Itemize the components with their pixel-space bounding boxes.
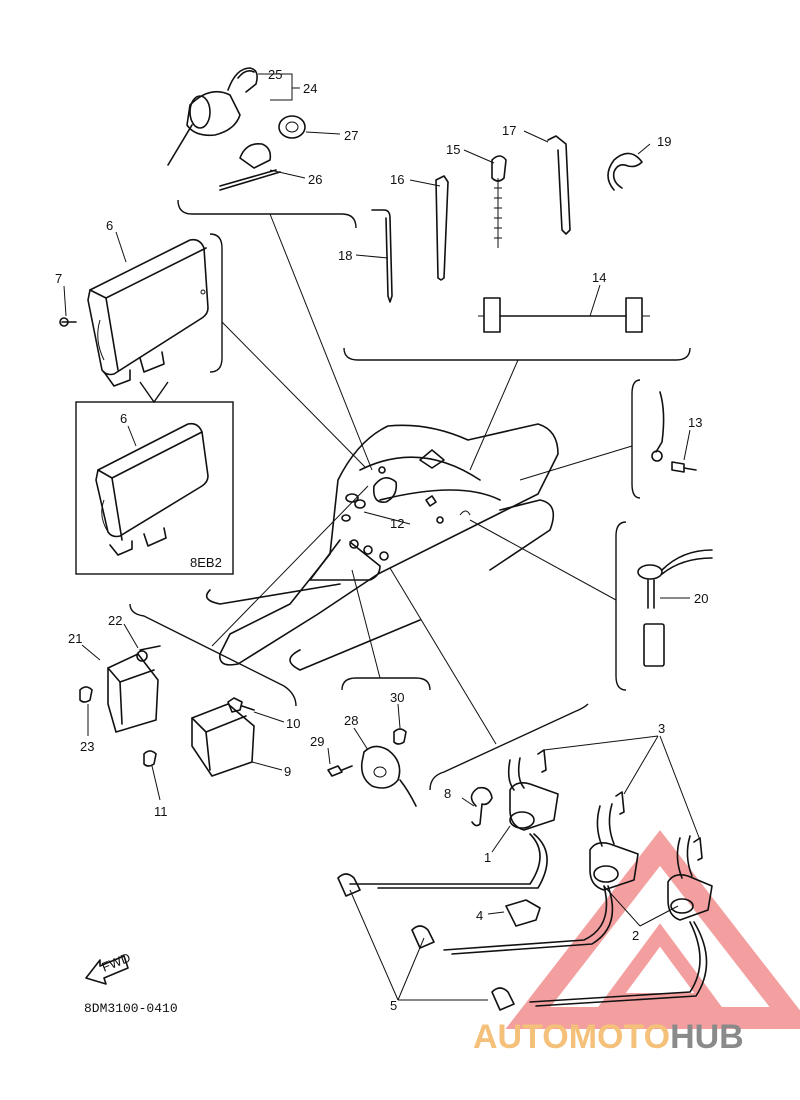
relay-group: 22 21 23 10 9 11 bbox=[68, 485, 369, 819]
callout-25: 25 bbox=[268, 67, 282, 82]
callout-15: 15 bbox=[446, 142, 460, 157]
callout-28: 28 bbox=[344, 713, 358, 728]
watermark-logo bbox=[505, 830, 800, 1029]
fwd-arrow: FWD bbox=[85, 950, 133, 985]
callout-20: 20 bbox=[694, 591, 708, 606]
callout-2: 2 bbox=[632, 928, 639, 943]
cdi-unit-group: 7 6 bbox=[55, 218, 367, 469]
callout-26: 26 bbox=[308, 172, 322, 187]
watermark-text-b: HUB bbox=[670, 1018, 744, 1056]
callout-11: 11 bbox=[154, 804, 168, 819]
callout-18: 18 bbox=[338, 248, 352, 263]
variant-box-label: 8EB2 bbox=[190, 555, 222, 570]
callout-6-variant: 6 bbox=[120, 411, 127, 426]
callout-1: 1 bbox=[484, 850, 491, 865]
watermark-text: AUTOMOTOHUB bbox=[473, 1018, 744, 1056]
callout-8: 8 bbox=[444, 786, 451, 801]
callout-16: 16 bbox=[390, 172, 404, 187]
callout-29: 29 bbox=[310, 734, 324, 749]
variant-box-8eb2: 6 8EB2 bbox=[75, 401, 234, 575]
callout-6-main: 6 bbox=[106, 218, 113, 233]
callout-10: 10 bbox=[286, 716, 300, 731]
ground-lead-group: 13 bbox=[519, 379, 702, 499]
watermark-text-a: AUTOMOTO bbox=[473, 1018, 670, 1056]
clamps-bands-group: 18 16 15 17 19 14 bbox=[338, 123, 691, 471]
sensor-28-group: 30 28 29 bbox=[310, 569, 431, 807]
callout-24: 24 bbox=[303, 81, 317, 96]
frame-harness: 12 bbox=[205, 423, 559, 671]
ignition-coil-group: 3 8 1 4 2 5 bbox=[337, 567, 713, 1013]
callout-19: 19 bbox=[657, 134, 671, 149]
callout-13: 13 bbox=[688, 415, 702, 430]
callout-4: 4 bbox=[476, 908, 483, 923]
callout-21: 21 bbox=[68, 631, 82, 646]
fwd-label: FWD bbox=[100, 950, 133, 975]
callout-23: 23 bbox=[80, 739, 94, 754]
drawing-code: 8DM3100-0410 bbox=[84, 1001, 178, 1016]
callout-27: 27 bbox=[344, 128, 358, 143]
callout-5: 5 bbox=[390, 998, 397, 1013]
sensor-group: 20 bbox=[469, 519, 713, 691]
callout-14: 14 bbox=[592, 270, 606, 285]
callout-22: 22 bbox=[108, 613, 122, 628]
callout-30: 30 bbox=[390, 690, 404, 705]
main-switch-group: 25 24 27 26 bbox=[167, 67, 373, 471]
callout-7: 7 bbox=[55, 271, 62, 286]
callout-12: 12 bbox=[390, 516, 404, 531]
callout-9: 9 bbox=[284, 764, 291, 779]
callout-3: 3 bbox=[658, 721, 665, 736]
callout-17: 17 bbox=[502, 123, 516, 138]
